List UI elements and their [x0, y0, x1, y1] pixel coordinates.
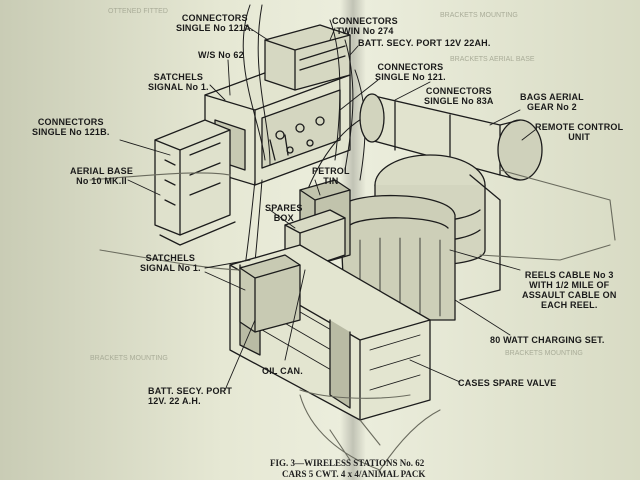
label-bags-aerial: BAGS AERIAL GEAR No 2: [520, 92, 584, 112]
label-remote-control: REMOTE CONTROL UNIT: [535, 122, 624, 142]
label-connectors-twin-274: CONNECTORS TWIN No 274: [332, 16, 398, 36]
label-petrol-tin: PETROL TIN: [312, 166, 350, 186]
label-cases-spare-valve: CASES SPARE VALVE: [458, 378, 557, 388]
show-through-text: BRACKETS MOUNTING: [440, 12, 518, 19]
label-reels-cable: REELS CABLE No 3 WITH 1/2 MILE OF ASSAUL…: [522, 270, 617, 310]
figure-caption-line2: CARS 5 CWT. 4 x 4/ANIMAL PACK: [282, 469, 426, 479]
label-aerial-base: AERIAL BASE No 10 MK.II: [70, 166, 134, 186]
vehicle-outline: [89, 169, 616, 471]
label-batt-secy-bottom: BATT. SECY. PORT 12V. 22 A.H.: [148, 386, 233, 406]
show-through-text: BRACKETS MOUNTING: [505, 350, 583, 357]
label-connectors-121a: CONNECTORS SINGLE No 121A.: [176, 13, 254, 33]
remote-control-cylinder: [359, 93, 543, 181]
label-charging-set: 80 WATT CHARGING SET.: [490, 335, 605, 345]
label-spares-box: SPARES BOX: [265, 203, 303, 223]
label-satchels-signal-bottom: SATCHELS SIGNAL No 1.: [140, 253, 201, 273]
label-connectors-121: CONNECTORS SINGLE No 121.: [375, 62, 446, 82]
show-through-text: BRACKETS AERIAL BASE: [450, 56, 535, 63]
show-through-text: OTTENED FITTED: [108, 8, 168, 15]
battery-bottom: [239, 254, 301, 333]
label-oil-can: OIL CAN.: [262, 366, 303, 376]
label-ws-no-62: W/S No 62: [198, 50, 244, 60]
label-satchels-signal-top: SATCHELS SIGNAL No 1.: [148, 72, 209, 92]
figure-caption-line1: FIG. 3—WIRELESS STATIONS No. 62: [270, 458, 425, 468]
leader-lines: [119, 24, 536, 391]
label-connectors-83a: CONNECTORS SINGLE No 83A: [424, 86, 494, 106]
show-through-text: BRACKETS MOUNTING: [90, 355, 168, 362]
label-batt-secy-top: BATT. SECY. PORT 12V 22AH.: [358, 38, 491, 48]
aerial-base-rack: [154, 119, 236, 246]
label-connectors-121b: CONNECTORS SINGLE No 121B.: [32, 117, 110, 137]
